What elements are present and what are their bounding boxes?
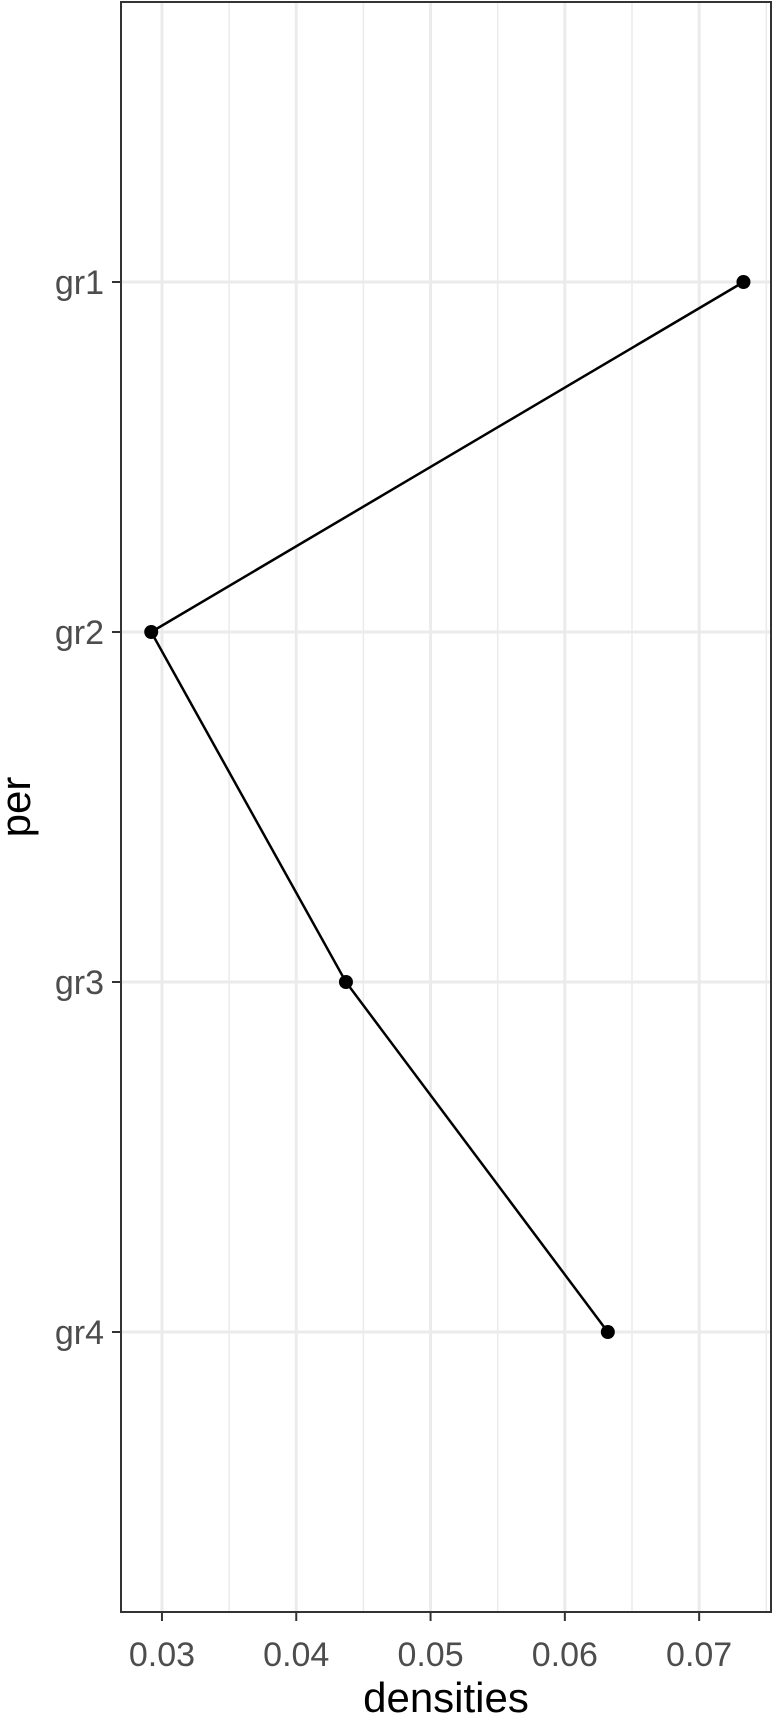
y-tick-label: gr1 (55, 264, 104, 302)
x-tick-label: 0.03 (129, 1636, 195, 1674)
y-tick-label: gr3 (55, 964, 104, 1002)
data-point-gr4 (600, 1325, 615, 1339)
x-tick-label: 0.04 (263, 1636, 329, 1674)
data-point-gr3 (338, 975, 353, 989)
data-points (144, 275, 751, 1339)
y-axis: gr1 gr2 gr3 gr4 (55, 264, 121, 1352)
x-tick-label: 0.06 (532, 1636, 598, 1674)
x-axis: 0.03 0.04 0.05 0.06 0.07 (129, 1612, 732, 1674)
y-tick-label: gr4 (55, 1314, 104, 1352)
y-axis-title: per (0, 777, 39, 838)
data-point-gr1 (736, 275, 751, 289)
grid-minor (228, 2, 768, 1612)
x-axis-title: densities (363, 1674, 529, 1718)
series-line (149, 280, 745, 1333)
series-lines (149, 280, 745, 1333)
data-point-gr2 (144, 625, 159, 639)
x-tick-label: 0.05 (397, 1636, 463, 1674)
y-tick-label: gr2 (55, 614, 104, 652)
grid-major (121, 2, 771, 1612)
x-tick-label: 0.07 (666, 1636, 732, 1674)
panel-border (120, 1, 772, 1613)
panel-background (121, 2, 771, 1612)
